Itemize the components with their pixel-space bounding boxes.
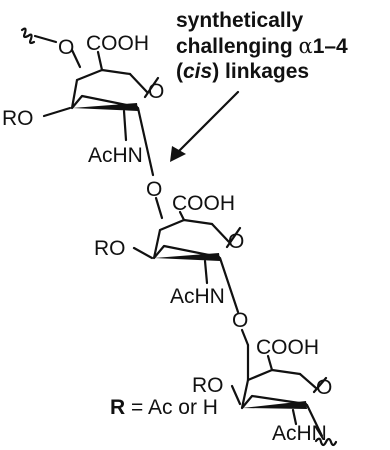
bond-c2-n-2 — [203, 259, 209, 285]
bond-c2-n-1 — [122, 109, 128, 142]
r-group-legend: R = Ac or H — [110, 396, 218, 419]
wedge-ring-3 — [242, 401, 307, 409]
bond-anomeric-2 — [218, 256, 240, 314]
carboxyl-label-3: COOH — [256, 336, 319, 359]
bond-c5-carboxyl-3 — [266, 354, 274, 372]
callout-arrow — [170, 90, 240, 162]
achn-label-3: AcHN — [272, 422, 327, 445]
sugar-unit-1: COOH O RO AcHN — [2, 32, 164, 177]
callout-alpha: α — [299, 34, 313, 58]
ro-label-1: RO — [2, 107, 34, 130]
ro-label-3: RO — [192, 374, 224, 397]
callout-line-2: challenging α1–4 — [176, 34, 348, 58]
ring-oxygen-label-3: O — [316, 376, 332, 399]
bond-linker-1-to-c4 — [154, 196, 164, 220]
legend-r-symbol: R — [110, 396, 125, 419]
bond-c1-ring-o-2 — [210, 222, 231, 244]
wavy-attachment-bond — [20, 27, 36, 45]
bond-c1-ring-o-3 — [298, 372, 318, 390]
top-linker-oxygen-label: O — [58, 36, 74, 59]
carboxyl-label-1: COOH — [86, 32, 149, 55]
callout-line-1: synthetically — [176, 9, 304, 32]
achn-label-1: AcHN — [88, 144, 143, 167]
bond-c2-n-3 — [291, 408, 298, 426]
bond-linker-2-to-c4 — [240, 328, 250, 347]
bond-c1-ring-o-1 — [128, 72, 149, 94]
callout-cis: cis — [183, 60, 212, 83]
ring-oxygen-label-2: O — [228, 230, 244, 253]
achn-label-2: AcHN — [170, 285, 225, 308]
bond-anomeric-3 — [305, 403, 324, 438]
bond-anomeric-1 — [136, 106, 155, 177]
callout-line-3: (cis) linkages — [176, 60, 309, 83]
wavy-terminal-bond — [314, 437, 338, 447]
sugar-unit-3: COOH O RO AcHN — [192, 336, 338, 447]
ro-label-2: RO — [94, 237, 126, 260]
bond-o-to-c4-top — [70, 48, 82, 69]
wedge-ring-1 — [72, 103, 138, 111]
glycosidic-oxygen-1: O — [146, 178, 162, 201]
ring-3-skeleton — [240, 368, 328, 410]
callout-linkage: 1–4 — [313, 35, 348, 58]
bond-c5-carboxyl-2 — [178, 210, 186, 222]
carboxyl-label-2: COOH — [172, 192, 235, 215]
bond-c5-carboxyl-1 — [96, 50, 104, 72]
sugar-unit-2: COOH O RO AcHN — [94, 192, 244, 314]
callout-line-2-prefix: challenging — [176, 35, 299, 58]
bond-ro-c3-3 — [230, 384, 242, 406]
bond-ro-c3-1 — [42, 106, 72, 118]
wedge-ring-2 — [154, 253, 220, 261]
bond-wavy-to-o — [33, 34, 58, 44]
callout-linkages: ) linkages — [212, 60, 309, 83]
callout-paren-open: ( — [176, 60, 183, 83]
bond-ro-c3-2 — [132, 246, 154, 260]
legend-definition: = Ac or H — [125, 396, 218, 419]
glycosidic-oxygen-2: O — [232, 309, 248, 332]
ring-oxygen-label-1: O — [148, 80, 164, 103]
